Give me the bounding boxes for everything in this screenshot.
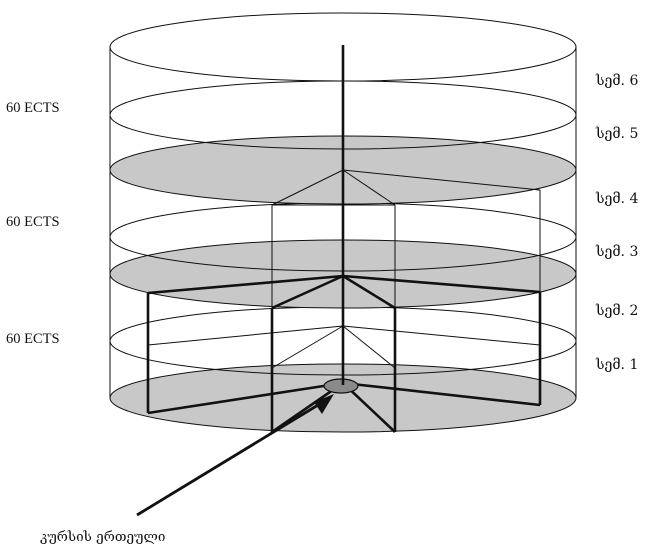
semester-label-2: სემ. 2 xyxy=(595,302,638,319)
course-unit-structure-level-3 xyxy=(147,274,541,310)
thin-structure-level-2 xyxy=(147,325,541,369)
ects-label-year-1: 60 ECTS xyxy=(6,331,60,347)
course-unit-caption: კურსის ერთეული xyxy=(40,529,165,545)
course-unit-ellipse xyxy=(323,378,359,394)
semester-label-5: სემ. 5 xyxy=(595,125,638,142)
course-unit-arrow xyxy=(136,394,334,517)
semester-label-3: სემ. 3 xyxy=(595,243,638,260)
semester-label-1: სემ. 1 xyxy=(595,356,638,373)
ects-label-year-3: 60 ECTS xyxy=(6,100,60,116)
ects-label-year-2: 60 ECTS xyxy=(6,214,60,230)
semester-label-4: სემ. 4 xyxy=(595,190,638,207)
thin-structure-level-5 xyxy=(271,169,541,206)
semester-label-6: სემ. 6 xyxy=(595,72,638,89)
